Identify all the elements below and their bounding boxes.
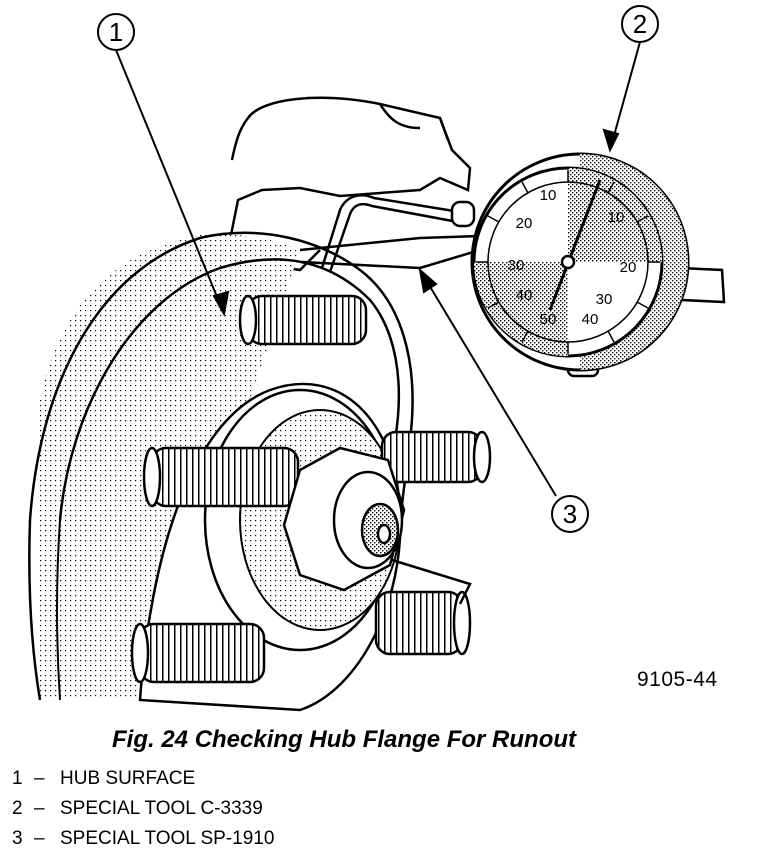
stud-bottom xyxy=(130,622,266,684)
callout-number: 3 xyxy=(563,499,577,529)
stud-right xyxy=(380,430,492,484)
legend-number: 3 xyxy=(12,828,23,849)
legend-item: 1–HUB SURFACE xyxy=(12,764,274,794)
callout-2: 2 xyxy=(621,5,659,43)
leader-line-3 xyxy=(419,269,557,497)
legend-dash: – xyxy=(34,798,45,819)
hub-runout-illustration: 10 20 30 40 50 40 30 20 10 1 2 3 xyxy=(28,5,726,712)
dial-label: 40 xyxy=(582,311,599,328)
stud-top xyxy=(238,294,368,346)
stud-left xyxy=(142,446,300,508)
dial-label: 40 xyxy=(516,287,533,304)
legend-text: SPECIAL TOOL SP-1910 xyxy=(60,828,275,849)
dial-label: 20 xyxy=(620,259,637,276)
legend: 1–HUB SURFACE 2–SPECIAL TOOL C-3339 3–SP… xyxy=(12,764,274,854)
wheel-studs xyxy=(130,294,492,684)
leader-line-1 xyxy=(115,49,225,315)
hub-nut xyxy=(282,446,472,605)
callout-1: 1 xyxy=(97,13,135,51)
legend-text: SPECIAL TOOL C-3339 xyxy=(60,798,263,819)
dial-label: 30 xyxy=(508,257,525,274)
legend-dash: – xyxy=(34,828,45,849)
legend-dash: – xyxy=(34,768,45,789)
dial-label: 30 xyxy=(596,291,613,308)
dial-scale-labels: 10 20 30 40 50 40 30 20 10 xyxy=(508,187,637,328)
gauge-mounting-arm xyxy=(299,194,481,273)
dial-label: 10 xyxy=(608,209,625,226)
dial-label: 50 xyxy=(540,311,557,328)
leader-line-2 xyxy=(609,41,641,151)
legend-item: 2–SPECIAL TOOL C-3339 xyxy=(12,794,274,824)
dial-label: 20 xyxy=(516,215,533,232)
legend-item: 3–SPECIAL TOOL SP-1910 xyxy=(12,824,274,854)
drawing-id: 9105-44 xyxy=(637,668,718,691)
callout-number: 1 xyxy=(109,17,123,47)
legend-number: 1 xyxy=(12,768,23,789)
dial-needle xyxy=(548,179,602,311)
legend-text: HUB SURFACE xyxy=(60,768,196,789)
stud-lower-right xyxy=(374,590,472,656)
steering-knuckle xyxy=(228,96,472,272)
legend-number: 2 xyxy=(12,798,23,819)
callout-3: 3 xyxy=(551,495,589,533)
callout-number: 2 xyxy=(633,9,647,39)
leader-lines xyxy=(115,41,641,497)
figure-caption: Fig. 24 Checking Hub Flange For Runout xyxy=(112,726,577,753)
dial-label: 10 xyxy=(540,187,557,204)
dial-indicator: 10 20 30 40 50 40 30 20 10 xyxy=(470,152,726,378)
